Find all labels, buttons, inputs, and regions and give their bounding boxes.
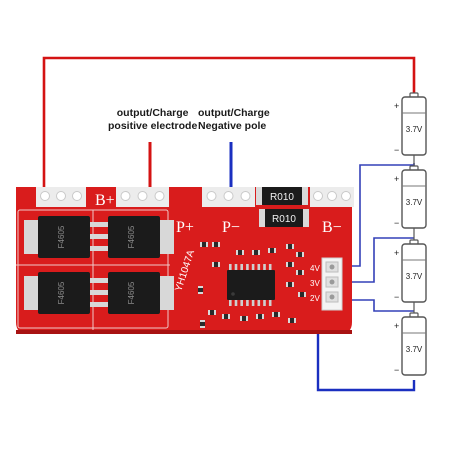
battery-voltage-label: 3.7V <box>406 125 423 134</box>
smd-part <box>212 262 220 267</box>
smd-part <box>296 270 304 275</box>
battery-minus-sign: − <box>394 292 399 302</box>
solder-hole <box>313 191 323 201</box>
battery-cell-3: 3.7V + − <box>394 239 427 313</box>
solder-hole <box>137 191 148 201</box>
battery-body <box>401 316 427 376</box>
battery-cell-4: 3.7V + − <box>394 312 427 376</box>
battery-cell-2: 3.7V + − <box>394 165 427 240</box>
battery-minus-sign: − <box>394 365 399 375</box>
solder-hole <box>341 191 351 201</box>
smd-part <box>200 320 205 328</box>
battery-cell-1: 3.7V + − <box>394 92 427 166</box>
smd-part <box>286 244 294 249</box>
smd-part <box>296 252 304 257</box>
solder-hole <box>154 191 165 201</box>
pad-strip-p-plus <box>116 187 169 207</box>
shunt-resistor-top: R010 <box>256 187 308 205</box>
smd-part <box>256 314 264 319</box>
protection-ic <box>227 264 275 306</box>
smd-part <box>288 318 296 323</box>
resistor-top-label: R010 <box>270 192 294 203</box>
mosfet-marking: F4605 <box>57 225 66 248</box>
solder-hole <box>206 191 217 201</box>
positive-label-line2: positive electrode <box>108 120 198 132</box>
solder-hole <box>120 191 131 201</box>
negative-pole-label: output/Charge Negative pole <box>198 107 270 133</box>
smd-part <box>200 242 208 247</box>
battery-minus-sign: − <box>394 218 399 228</box>
solder-hole <box>40 191 50 201</box>
smd-part <box>252 250 260 255</box>
resistor-bottom-label: R010 <box>272 214 296 225</box>
solder-hole <box>72 191 82 201</box>
pcb-edge-shadow <box>16 330 352 334</box>
b-minus-label: B− <box>322 219 342 236</box>
smd-part <box>198 286 203 294</box>
negative-label-line1: output/Charge <box>198 107 270 119</box>
smd-part <box>286 282 294 287</box>
smd-part <box>212 242 220 247</box>
p-minus-label: P− <box>222 219 240 236</box>
battery-plus-sign: + <box>394 321 399 331</box>
solder-hole <box>327 191 337 201</box>
pad-strip-p-minus <box>202 187 255 207</box>
connector-tag-3v: 3V <box>310 279 320 288</box>
balance-wire-3v <box>338 237 414 283</box>
positive-electrode-label: output/Charge positive electrode <box>108 107 197 133</box>
balance-connector <box>321 257 343 311</box>
balance-wire-2v <box>338 299 414 312</box>
smd-part <box>240 316 248 321</box>
mosfet-marking: F4605 <box>127 225 136 248</box>
smd-part <box>236 250 244 255</box>
b-plus-label: B+ <box>95 192 115 209</box>
solder-hole <box>56 191 66 201</box>
smd-part <box>208 310 216 315</box>
smd-components <box>198 242 306 328</box>
smd-part <box>298 292 306 297</box>
solder-hole <box>223 191 234 201</box>
battery-voltage-label: 3.7V <box>406 345 423 354</box>
mosfet-1: F4605 <box>24 216 100 258</box>
pad-strip-b-minus <box>310 187 354 207</box>
smd-part <box>222 314 230 319</box>
battery-voltage-label: 3.7V <box>406 272 423 281</box>
smd-part <box>268 248 276 253</box>
battery-minus-sign: − <box>394 145 399 155</box>
connector-tag-2v: 2V <box>310 294 320 303</box>
pad-strip-b-plus <box>36 187 86 207</box>
mosfet-marking: F4605 <box>127 281 136 304</box>
shunt-resistor-bottom: R010 <box>259 209 309 227</box>
battery-plus-sign: + <box>394 174 399 184</box>
battery-stack: 3.7V + − 3.7V + − 3.7V + − 3.7V + − <box>394 92 427 376</box>
p-plus-label: P+ <box>176 219 194 236</box>
silkscreen-dividers <box>16 209 170 330</box>
red-wire-battery-positive <box>42 56 416 196</box>
connector-tag-4v: 4V <box>310 264 320 273</box>
mosfet-4: F4605 <box>98 272 174 314</box>
smd-part <box>286 262 294 267</box>
solder-hole <box>240 191 251 201</box>
positive-label-line1: output/Charge <box>116 107 189 119</box>
battery-plus-sign: + <box>394 101 399 111</box>
battery-plus-sign: + <box>394 248 399 258</box>
battery-voltage-label: 3.7V <box>406 198 423 207</box>
smd-part <box>272 312 280 317</box>
mosfet-2: F4605 <box>98 216 174 258</box>
negative-label-line2: Negative pole <box>198 120 267 132</box>
mosfet-marking: F4605 <box>57 281 66 304</box>
mosfet-3: F4605 <box>24 272 100 314</box>
